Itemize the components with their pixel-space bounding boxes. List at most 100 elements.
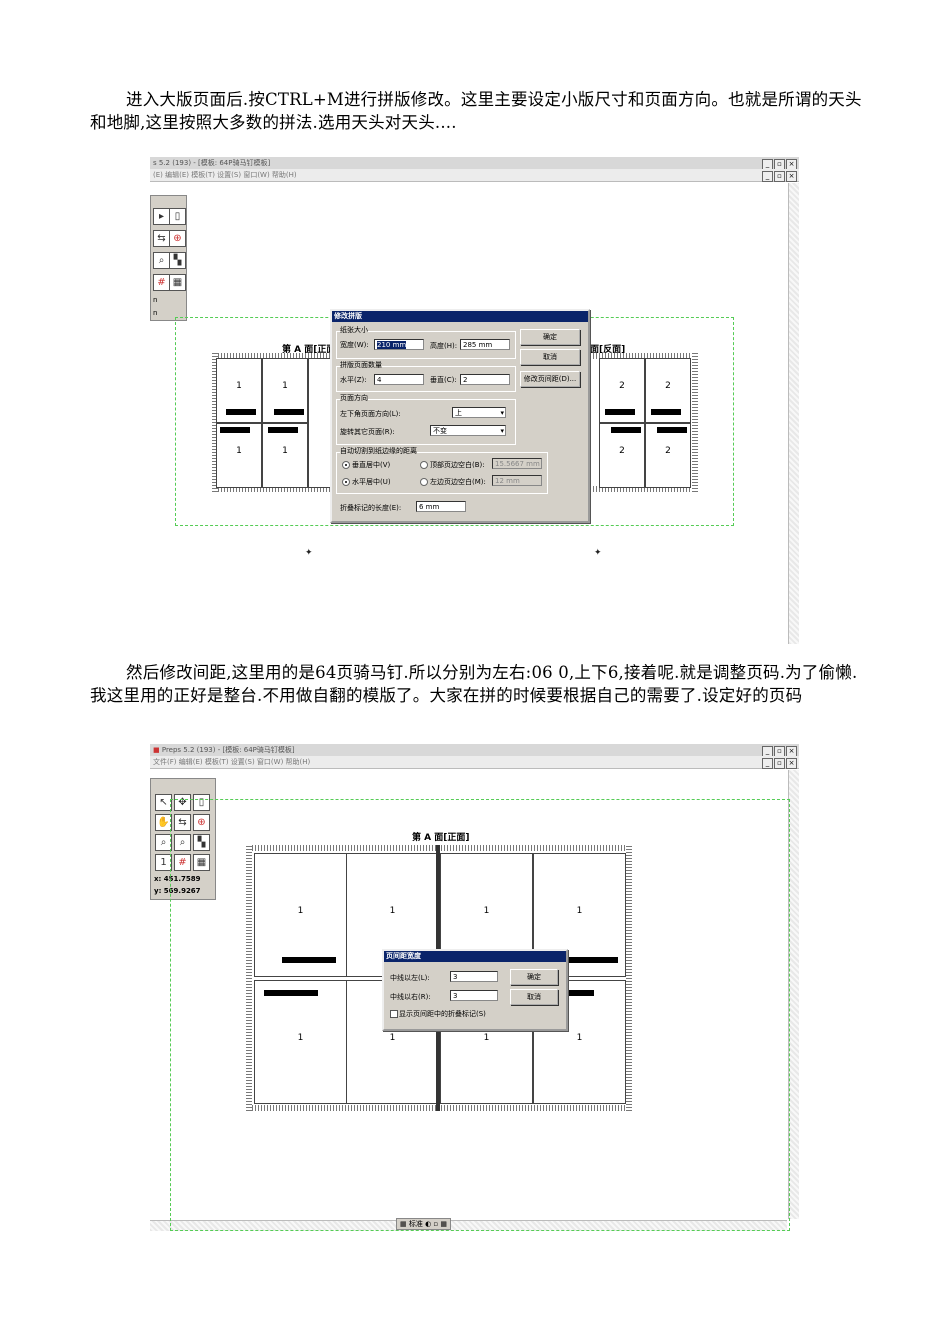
pointer-tool-icon[interactable]: ↖ (155, 794, 172, 811)
horizontal-label: 水平(Z): (340, 376, 367, 384)
zoom-tool-icon[interactable]: ⌕ (155, 834, 172, 851)
move-tool-icon[interactable]: ✥ (174, 794, 191, 811)
fold-mark (226, 409, 256, 415)
paper-size-group (336, 331, 516, 359)
doc-window-buttons[interactable]: _▫× (761, 758, 797, 769)
corner-direction-select[interactable]: 上▾ (452, 407, 506, 418)
top-margin-field[interactable]: 15.5667 mm (492, 458, 542, 469)
move-tool-icon[interactable]: ⇆ (153, 230, 170, 247)
number-tool-icon[interactable]: ▦ (169, 274, 186, 291)
group-label: 自动切割到纸边缘的距离 (340, 446, 417, 456)
page-count-group (336, 366, 516, 392)
sheet-hatch (246, 845, 252, 1111)
target-tool-icon[interactable]: ⊕ (169, 230, 186, 247)
fold-mark (264, 990, 318, 996)
sheet-hatch (212, 486, 332, 492)
pointer-tool-icon[interactable]: ▸ (153, 208, 170, 225)
horizontal-center-radio[interactable] (342, 478, 350, 486)
top-margin-radio[interactable] (420, 461, 428, 469)
sheet-hatch (212, 353, 218, 492)
auto-cut-group (336, 452, 548, 494)
doc-window-buttons[interactable]: _▫× (761, 171, 797, 182)
fold-length-label: 折叠标记的长度(E): (340, 504, 402, 512)
menu-bar[interactable]: 文件(F) 编辑(E) 模板(T) 设置(S) 窗口(W) 帮助(H) (150, 756, 799, 769)
radio-label: 垂直居中(V) (352, 461, 391, 469)
sheet-front-label: 第 A 面[正面] (412, 833, 470, 843)
left-gap-field[interactable]: 3 (450, 971, 498, 982)
hand-tool-icon[interactable]: ✋ (155, 814, 172, 831)
checkbox-label: 显示页间距中的折叠标记(S) (399, 1010, 486, 1018)
page-direction-group (336, 399, 516, 445)
cancel-button[interactable]: 取消 (510, 989, 558, 1005)
fold-mark-checkbox[interactable] (390, 1010, 398, 1018)
radio-label: 左边页边空白(M): (430, 478, 486, 486)
horizontal-field[interactable]: 4 (374, 374, 424, 385)
sheet-hatch (626, 845, 632, 1111)
target-tool-icon[interactable]: ⊕ (193, 814, 210, 831)
grid-red-icon[interactable]: # (153, 274, 170, 291)
grid-red-icon[interactable]: # (174, 854, 191, 871)
vertical-scrollbar[interactable] (788, 770, 799, 1219)
toolbox-palette: ↖ ✥ ▯ ✋ ⇆ ⊕ ⌕ ⌕ ▚ 1 # ▦ x: 451.7589 y: 5… (150, 778, 216, 900)
sheet-boundary (170, 799, 790, 1231)
intro-paragraph: 进入大版页面后.按CTRL+M进行拼版修改。这里主要设定小版尺寸和页面方向。也就… (90, 90, 862, 132)
link-tool-icon[interactable]: ⇆ (174, 814, 191, 831)
grid-tool-icon[interactable]: ▚ (169, 252, 186, 269)
fold-mark (605, 409, 635, 415)
cancel-button[interactable]: 取消 (520, 349, 580, 365)
fold-mark (282, 957, 336, 963)
zoom-tool-icon[interactable]: ⌕ (153, 252, 170, 269)
registration-mark-icon: ✦ (594, 548, 602, 558)
layout-tool-icon[interactable]: ▦ (193, 854, 210, 871)
width-label: 宽度(W): (340, 341, 369, 349)
registration-mark-icon: ✦ (305, 548, 313, 558)
grid-tool-icon[interactable]: ▚ (193, 834, 210, 851)
chevron-down-icon: ▾ (500, 427, 504, 435)
toolbox-palette: ▸ ▯ ⇆ ⊕ ⌕ ▚ # ▦ n n (150, 195, 187, 321)
vertical-field[interactable]: 2 (460, 374, 510, 385)
width-field[interactable]: 210 mm (374, 339, 424, 350)
chevron-down-icon: ▾ (500, 409, 504, 417)
app-logo-icon: ■ (153, 746, 160, 754)
fold-mark (564, 990, 594, 996)
ok-button[interactable]: 确定 (520, 329, 580, 345)
sheet-hatch (692, 353, 698, 492)
vertical-label: 垂直(C): (430, 376, 457, 384)
fold-length-field[interactable]: 6 mm (416, 501, 466, 512)
ok-button[interactable]: 确定 (510, 969, 558, 985)
page-tool-icon[interactable]: ▯ (193, 794, 210, 811)
group-label: 拼版页面数量 (340, 360, 382, 370)
sheet-back-label: 面[反面] (590, 345, 626, 355)
rotate-select[interactable]: 不变▾ (430, 425, 506, 436)
view-status[interactable]: ▦ 标准 ◐ ▫ ▦ (396, 1218, 452, 1230)
window-titlebar: ■ Preps 5.2 (193) - [模板: 64P骑马钉模板] (150, 744, 799, 756)
left-margin-radio[interactable] (420, 478, 428, 486)
fold-mark (274, 409, 304, 415)
fold-mark (268, 427, 298, 433)
zoom-page-icon[interactable]: ⌕ (174, 834, 191, 851)
page-cell[interactable]: 2 (599, 423, 645, 488)
right-gap-field[interactable]: 3 (450, 990, 498, 1001)
page-gap-dialog: 页间距宽度 中线以左(L): 3 中线以右(R): 3 显示页间距中的折叠标记(… (382, 949, 568, 1031)
height-field[interactable]: 285 mm (460, 339, 510, 350)
group-label: 页面方向 (340, 393, 368, 403)
coord-x: x: 451.7589 (154, 875, 201, 883)
modify-gap-button[interactable]: 修改页间距(D)... (520, 371, 580, 387)
height-label: 高度(H): (430, 342, 458, 350)
menu-bar[interactable]: (E) 编辑(E) 模板(T) 设置(S) 窗口(W) 帮助(H) (150, 169, 799, 182)
page-cell[interactable]: 2 (645, 423, 691, 488)
sheet-front-label: 第 A 面[正面 (282, 345, 336, 355)
left-margin-field[interactable]: 12 mm (492, 475, 542, 486)
rotate-label: 旋转其它页面(R): (340, 428, 395, 436)
dialog-title: 页间距宽度 (384, 951, 566, 962)
vertical-scrollbar[interactable] (788, 183, 799, 644)
vertical-center-radio[interactable] (342, 461, 350, 469)
horizontal-scrollbar[interactable] (150, 1220, 787, 1231)
page-cell[interactable]: 1 (262, 423, 308, 488)
number-tool-icon[interactable]: 1 (155, 854, 172, 871)
toolbox-label: n (153, 296, 158, 304)
page-tool-icon[interactable]: ▯ (169, 208, 186, 225)
page-cell[interactable]: 1 (216, 423, 262, 488)
page-cell[interactable]: 1 (254, 980, 347, 1104)
page-cell[interactable]: 1 (254, 853, 347, 977)
